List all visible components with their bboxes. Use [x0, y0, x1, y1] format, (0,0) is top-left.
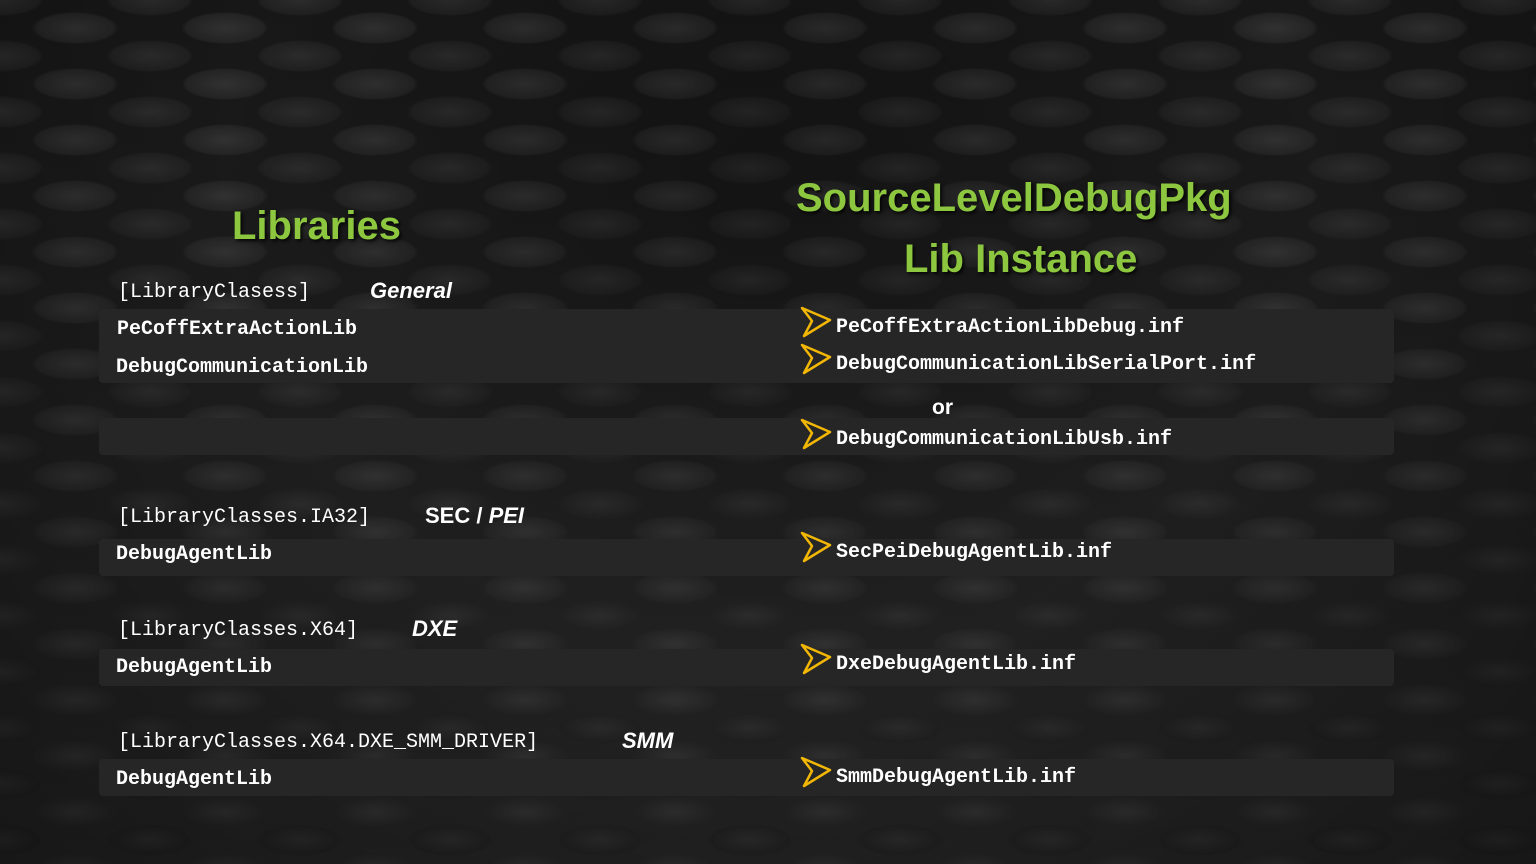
arrowhead-bullet-icon: [800, 418, 832, 450]
arrowhead-bullet-icon: [800, 643, 832, 675]
smm-band: [99, 759, 1394, 796]
instance-label: DebugCommunicationLibSerialPort.inf: [836, 353, 1257, 376]
instance-label: PeCoffExtraActionLibDebug.inf: [836, 316, 1185, 339]
sec-pei-band: [99, 539, 1394, 576]
dxe-band: [99, 649, 1394, 686]
pkg-heading-line2: Lib Instance: [904, 237, 1138, 281]
instance-secpei: SecPeiDebugAgentLib.inf: [800, 531, 1112, 564]
instance-label: SecPeiDebugAgentLib.inf: [836, 541, 1113, 564]
libraries-heading: Libraries: [232, 204, 401, 248]
instance-label: DebugCommunicationLibUsb.inf: [836, 428, 1173, 451]
lib-debug-agent-smm: DebugAgentLib: [116, 768, 273, 791]
usb-band: [99, 418, 1394, 455]
arrowhead-bullet-icon: [800, 531, 832, 563]
lib-debug-communication: DebugCommunicationLib: [116, 356, 369, 379]
instance-usb: DebugCommunicationLibUsb.inf: [800, 418, 1172, 451]
smm-section-header: [LibraryClasses.X64.DXE_SMM_DRIVER]: [118, 731, 539, 754]
lib-debug-agent-sec-pei: DebugAgentLib: [116, 543, 273, 566]
instance-dxe: DxeDebugAgentLib.inf: [800, 643, 1076, 676]
arrowhead-bullet-icon: [800, 306, 832, 338]
instance-label: SmmDebugAgentLib.inf: [836, 766, 1077, 789]
general-tag: General: [370, 278, 452, 303]
general-section-header: [LibraryClasess]: [118, 281, 311, 304]
sec-pei-section-header: [LibraryClasses.IA32]: [118, 506, 371, 529]
instance-peCoff-debug: PeCoffExtraActionLibDebug.inf: [800, 306, 1184, 339]
dxe-tag: DXE: [412, 616, 458, 641]
dxe-section-header: [LibraryClasses.X64]: [118, 619, 359, 642]
general-band: [99, 309, 1394, 383]
instance-label: DxeDebugAgentLib.inf: [836, 653, 1077, 676]
or-label: or: [932, 396, 953, 419]
lib-peCoff: PeCoffExtraActionLib: [117, 318, 358, 341]
arrowhead-bullet-icon: [800, 343, 832, 375]
instance-smm: SmmDebugAgentLib.inf: [800, 756, 1076, 789]
arrowhead-bullet-icon: [800, 756, 832, 788]
sec-pei-tag: SEC / PEI: [425, 503, 525, 528]
instance-serialport: DebugCommunicationLibSerialPort.inf: [800, 343, 1256, 376]
lib-debug-agent-dxe: DebugAgentLib: [116, 656, 273, 679]
pkg-heading-line1: SourceLevelDebugPkg: [796, 176, 1232, 220]
smm-tag: SMM: [622, 728, 674, 753]
